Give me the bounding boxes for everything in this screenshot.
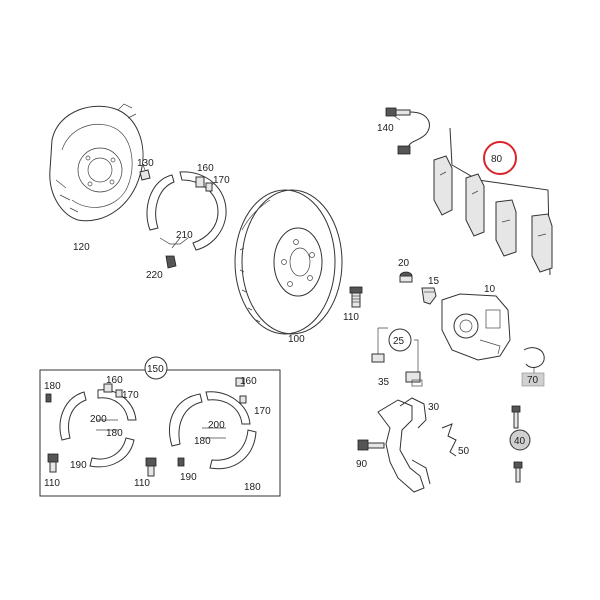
label-50: 50 — [458, 446, 470, 457]
label-35: 35 — [378, 377, 390, 388]
label-220: 220 — [146, 270, 163, 281]
label-10: 10 — [484, 284, 496, 295]
label-190-b: 190 — [180, 472, 197, 483]
label-110-mid: 110 — [343, 312, 359, 323]
kit-right-shoes[interactable] — [169, 377, 257, 470]
bolts-40[interactable] — [511, 405, 523, 483]
label-70: 70 — [527, 375, 539, 386]
label-200-b: 200 — [208, 420, 225, 431]
label-170-kit-a: 170 — [122, 390, 139, 401]
bolt-90[interactable] — [357, 439, 385, 451]
label-180-a: 180 — [44, 381, 61, 392]
label-40: 40 — [514, 436, 526, 447]
kit-box-150 — [39, 369, 281, 497]
label-20: 20 — [398, 258, 410, 269]
spring-50[interactable] — [441, 423, 457, 457]
label-110-kit-b: 110 — [134, 478, 150, 489]
label-100: 100 — [288, 334, 305, 345]
wear-sensor-140[interactable] — [385, 107, 430, 155]
label-180-d: 180 — [244, 482, 261, 493]
parking-brake-shoe-top[interactable] — [146, 171, 227, 269]
kit-circle-150 — [144, 356, 168, 380]
brake-pads-80[interactable] — [433, 127, 553, 276]
clip-130[interactable] — [139, 164, 151, 181]
label-90: 90 — [356, 459, 368, 470]
label-130: 130 — [137, 158, 154, 169]
caliper-10[interactable] — [441, 293, 511, 361]
repair-kit-70[interactable] — [523, 347, 545, 374]
shaded-circle-40 — [509, 429, 531, 451]
kit-left-shoes[interactable] — [45, 383, 157, 477]
label-160-kit-a: 160 — [106, 375, 123, 386]
nut-20[interactable] — [399, 271, 413, 283]
label-120: 120 — [73, 242, 90, 253]
label-30: 30 — [428, 402, 440, 413]
label-210: 210 — [176, 230, 193, 241]
label-150: 150 — [147, 364, 164, 375]
label-160-top: 160 — [197, 163, 214, 174]
label-190-a: 190 — [70, 460, 87, 471]
label-110-kit-a: 110 — [44, 478, 60, 489]
label-170-kit-b: 170 — [254, 406, 271, 417]
bolt-110-mid[interactable] — [349, 286, 363, 308]
label-170-top: 170 — [213, 175, 230, 186]
label-200-a: 200 — [90, 414, 107, 425]
label-25: 25 — [393, 336, 405, 347]
label-80: 80 — [491, 154, 503, 165]
label-180-b: 180 — [106, 428, 123, 439]
highlight-ring-80 — [483, 141, 517, 175]
label-160-kit-b: 160 — [240, 376, 257, 387]
guide-pin-kit-25[interactable] — [371, 327, 423, 387]
brake-disc-100[interactable] — [234, 189, 343, 335]
label-15: 15 — [428, 276, 440, 287]
bolt-15[interactable] — [421, 287, 437, 305]
backing-plate-120[interactable] — [49, 103, 144, 222]
caliper-bracket-30[interactable] — [377, 397, 431, 493]
shaded-label-70 — [521, 372, 545, 387]
label-180-c: 180 — [194, 436, 211, 447]
label-140: 140 — [377, 123, 394, 134]
